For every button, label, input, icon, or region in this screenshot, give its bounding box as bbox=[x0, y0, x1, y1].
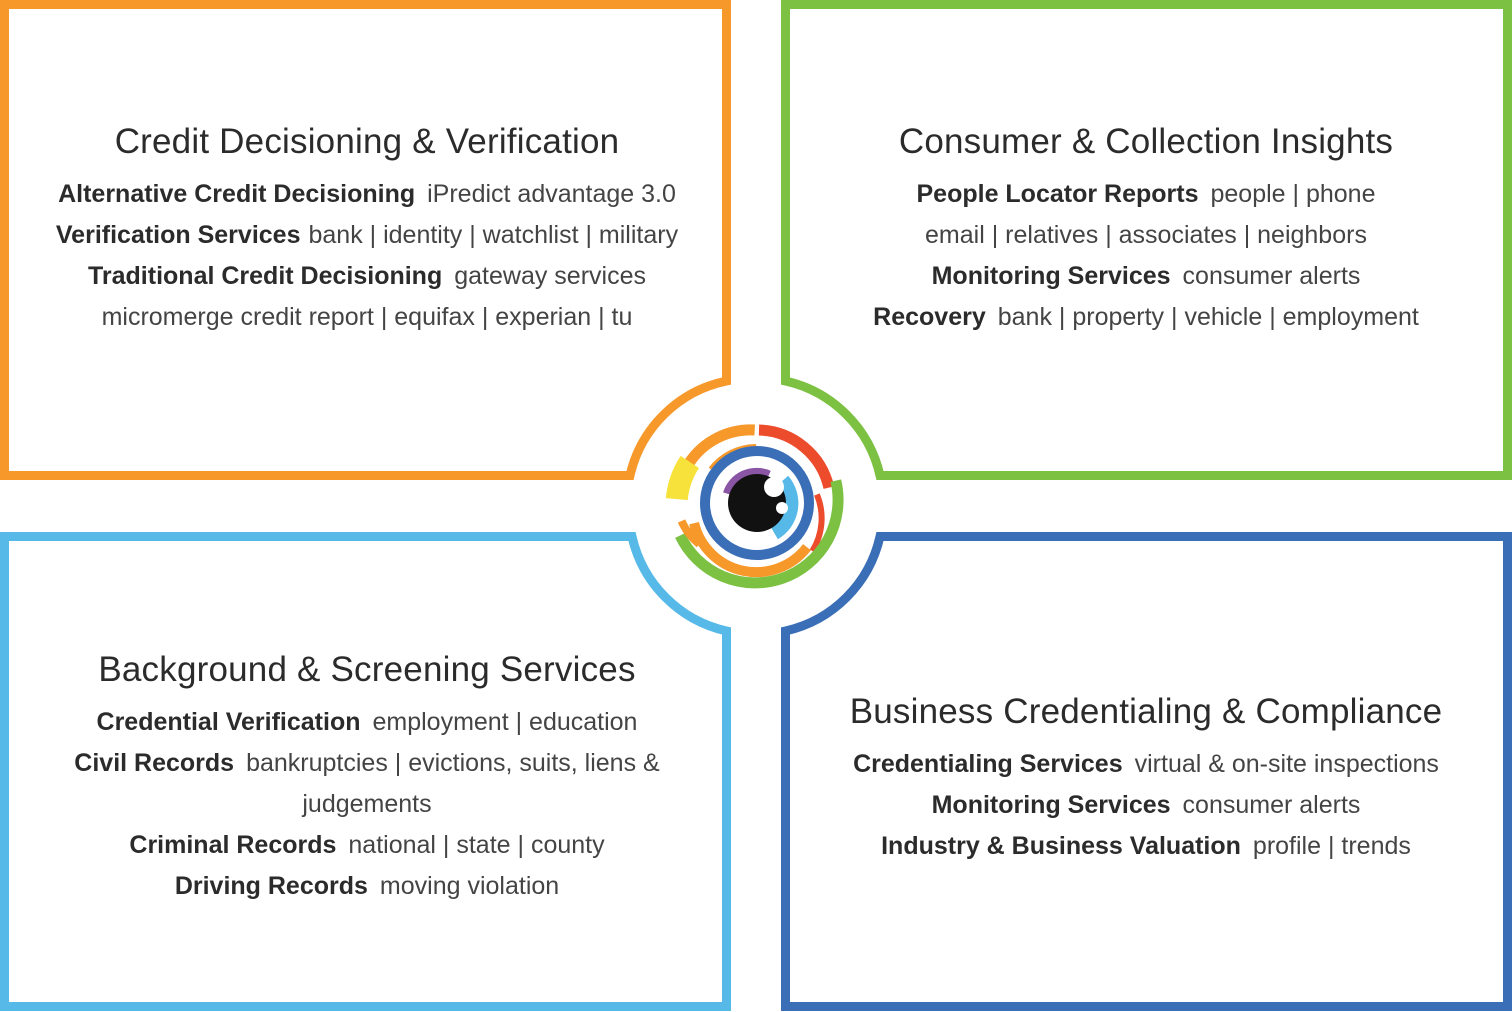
quadrant-title: Credit Decisioning & Verification bbox=[114, 122, 620, 161]
service-label: Alternative Credit Decisioning bbox=[58, 180, 416, 208]
service-detail: moving violation bbox=[379, 872, 560, 900]
quadrant-title: Background & Screening Services bbox=[98, 650, 636, 689]
consumer-quadrant: Consumer & Collection Insights People Lo… bbox=[794, 122, 1498, 338]
service-line: Civil Records bankruptcies | evictions, s… bbox=[20, 743, 714, 825]
service-detail: people | phone bbox=[1210, 180, 1376, 208]
logo-arc-purple bbox=[723, 467, 771, 496]
service-line: People Locator Reports people | phone bbox=[794, 174, 1498, 215]
quadrant-title: Consumer & Collection Insights bbox=[898, 122, 1394, 161]
background-quadrant: Background & Screening Services Credenti… bbox=[20, 650, 714, 907]
service-line: Industry & Business Valuation profile | t… bbox=[794, 826, 1498, 867]
service-detail: iPredict advantage 3.0 bbox=[427, 180, 676, 208]
service-detail: employment | education bbox=[372, 708, 638, 736]
service-label: People Locator Reports bbox=[916, 180, 1199, 208]
service-label: Credential Verification bbox=[96, 708, 361, 736]
service-line: Recovery bank | property | vehicle | empl… bbox=[794, 297, 1498, 338]
service-label: Recovery bbox=[873, 303, 986, 331]
service-label: Verification Services bbox=[55, 221, 301, 249]
service-detail: virtual & on-site inspections bbox=[1134, 750, 1439, 778]
logo-arc-orange-upper bbox=[684, 424, 755, 467]
service-detail: email | relatives | associates | neighbo… bbox=[925, 221, 1367, 249]
service-label: Civil Records bbox=[74, 749, 235, 777]
quadrant-title: Business Credentialing & Compliance bbox=[849, 692, 1443, 731]
logo-arc-orange-small bbox=[677, 519, 702, 548]
service-detail: bankruptcies | evictions, suits, liens &… bbox=[246, 749, 660, 818]
service-detail: micromerge credit report | equifax | exp… bbox=[101, 303, 633, 331]
logo-arc-green bbox=[675, 479, 844, 589]
business-frame bbox=[781, 532, 1512, 1011]
service-line: Monitoring Services consumer alerts bbox=[794, 256, 1498, 297]
service-label: Monitoring Services bbox=[931, 262, 1171, 290]
credit-quadrant: Credit Decisioning & Verification Altern… bbox=[20, 122, 714, 338]
logo-highlight-small bbox=[776, 502, 788, 514]
service-detail: consumer alerts bbox=[1182, 791, 1361, 819]
logo-ring-dark-blue bbox=[700, 446, 814, 560]
logo-arc-red-inner bbox=[809, 493, 825, 553]
service-detail: profile | trends bbox=[1252, 832, 1411, 860]
service-line: Credentialing Services virtual & on-site … bbox=[794, 744, 1498, 785]
business-quadrant: Business Credentialing & Compliance Cred… bbox=[794, 692, 1498, 867]
service-detail: national | state | county bbox=[348, 831, 605, 859]
service-line: email | relatives | associates | neighbo… bbox=[794, 215, 1498, 256]
background-frame bbox=[0, 532, 731, 1011]
service-line: Credential Verification employment | educ… bbox=[20, 702, 714, 743]
consumer-frame bbox=[781, 0, 1512, 480]
service-line: micromerge credit report | equifax | exp… bbox=[20, 297, 714, 338]
service-line: Monitoring Services consumer alerts bbox=[794, 785, 1498, 826]
service-label: Industry & Business Valuation bbox=[881, 832, 1241, 860]
service-line: Driving Records moving violation bbox=[20, 866, 714, 907]
service-line: Traditional Credit Decisioning gateway se… bbox=[20, 256, 714, 297]
service-detail: bank | identity | watchlist | military bbox=[308, 221, 679, 249]
service-label: Driving Records bbox=[174, 872, 368, 900]
service-line: Criminal Records national | state | count… bbox=[20, 825, 714, 866]
service-detail: consumer alerts bbox=[1182, 262, 1361, 290]
logo-highlight-large bbox=[764, 477, 784, 497]
service-label: Traditional Credit Decisioning bbox=[88, 262, 443, 290]
service-label: Credentialing Services bbox=[853, 750, 1123, 778]
credit-frame bbox=[0, 0, 731, 480]
service-label: Criminal Records bbox=[129, 831, 337, 859]
eye-logo bbox=[665, 424, 844, 589]
logo-arc-yellow bbox=[665, 455, 700, 501]
service-line: Alternative Credit Decisioning iPredict a… bbox=[20, 174, 714, 215]
service-label: Monitoring Services bbox=[931, 791, 1171, 819]
service-detail: gateway services bbox=[454, 262, 646, 290]
service-detail: bank | property | vehicle | employment bbox=[997, 303, 1419, 331]
logo-arc-red bbox=[758, 424, 835, 489]
